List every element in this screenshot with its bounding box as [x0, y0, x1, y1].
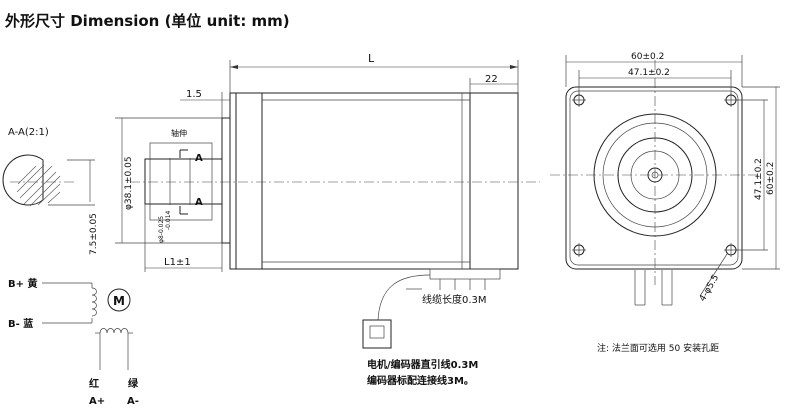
drawing-title: 外形尺寸 Dimension (单位 unit: mm) — [4, 12, 290, 30]
front-view: 60±0.2 47.1±0.2 60±0.2 47.1±0.2 4-φ5.5 注… — [550, 52, 780, 354]
shaft-section — [2, 154, 44, 206]
hole-width-dim: 47.1±0.2 — [628, 68, 670, 78]
rear-dim: 22 — [485, 74, 498, 85]
section-mark-top: A — [195, 153, 203, 164]
outer-width-dim: 60±0.2 — [631, 52, 664, 62]
wire-red: 红 — [89, 377, 99, 390]
wire-green: 绿 — [128, 377, 139, 390]
wire-b-plus: B+ 黄 — [8, 277, 37, 290]
wire-a-plus: A+ — [89, 396, 105, 407]
cable-length-note: 线缆长度0.3M — [422, 293, 487, 306]
side-view: 轴伸 A A φ8-0.025 -0.014 φ38.1±0.05 L 22 1… — [115, 52, 540, 349]
section-view: A-A(2:1) 7.5±0.05 — [2, 127, 99, 255]
shaft-dia-tol: -0.014 — [165, 210, 172, 230]
section-label: A-A(2:1) — [8, 127, 49, 138]
motor-label: M — [113, 294, 125, 308]
shaft-label: 轴伸 — [171, 128, 187, 138]
shaft-dia-dim: φ8-0.025 — [158, 216, 165, 243]
outer-height-dim: 60±0.2 — [766, 162, 776, 195]
section-mark-bottom: A — [195, 197, 203, 208]
section-flat-dim: 7.5±0.05 — [89, 213, 99, 255]
motor-symbol — [107, 288, 131, 312]
shaft-length-dim: L1±1 — [164, 257, 191, 268]
section-hatch — [16, 164, 61, 207]
wiring-diagram: B+ 黄 B- 蓝 M 红 绿 A+ A- — [8, 277, 139, 407]
hole-height-dim: 47.1±0.2 — [754, 158, 764, 200]
wire-a-minus: A- — [127, 396, 139, 407]
holes-dim: 4-φ5.5 — [698, 273, 721, 303]
flange-note: 注: 法兰面可选用 50 安装孔距 — [597, 342, 719, 354]
flange-thickness-dim: 1.5 — [186, 89, 202, 100]
length-dim: L — [368, 52, 375, 65]
lead-note-1: 电机/编码器直引线0.3M — [367, 358, 478, 371]
lead-note-2: 编码器标配连接线3M。 — [367, 374, 474, 387]
wire-b-minus: B- 蓝 — [8, 317, 33, 330]
pilot-dia-dim: φ38.1±0.05 — [124, 156, 134, 210]
